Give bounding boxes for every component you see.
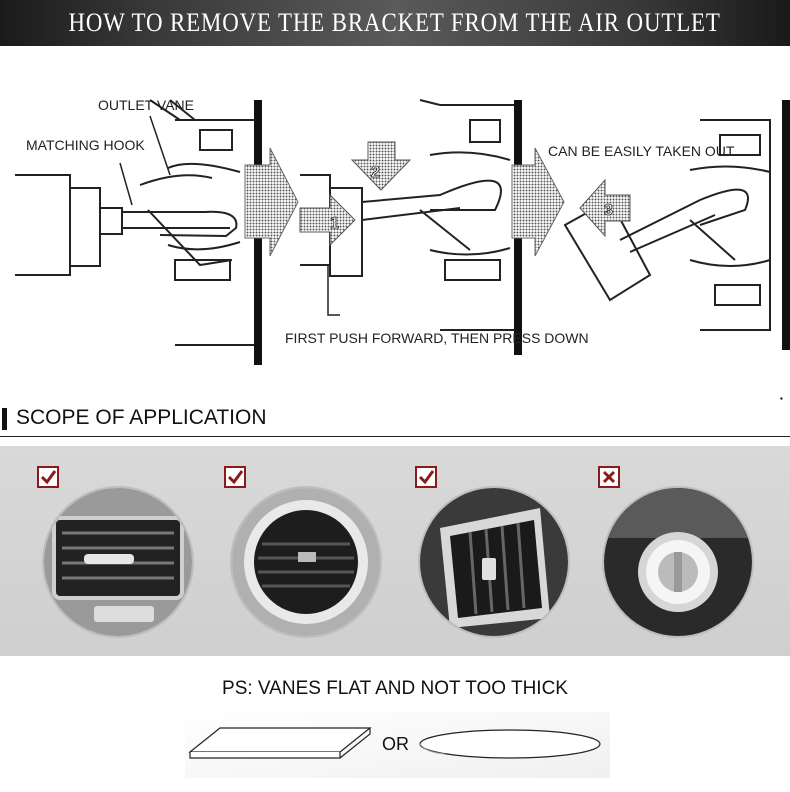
header-banner: HOW TO REMOVE THE BRACKET FROM THE AIR O… (0, 0, 790, 46)
scope-bar (2, 408, 7, 430)
vent-photo-circular-small (604, 488, 752, 636)
step-1-number: 1 (330, 215, 339, 232)
vent-photo-horizontal (44, 488, 192, 636)
label-matching-hook: MATCHING HOOK (26, 137, 145, 153)
flat-vane-shape (188, 727, 372, 759)
arrow-right-2 (511, 147, 565, 257)
step-2-number: 2 (371, 164, 380, 181)
removal-diagram: OUTLET VANE MATCHING HOOK 1 2 FIRST PUSH… (0, 60, 790, 370)
label-outlet-vane: OUTLET VANE (98, 97, 194, 113)
scope-title: SCOPE OF APPLICATION (16, 406, 267, 429)
page-title: HOW TO REMOVE THE BRACKET FROM THE AIR O… (68, 8, 722, 37)
corner-mark: ▪ (780, 394, 783, 403)
panel-1 (15, 99, 261, 346)
step-3-number: 3 (604, 202, 613, 219)
step-3-arrow (579, 178, 631, 238)
label-push-press: FIRST PUSH FORWARD, THEN PRESS DOWN (285, 330, 589, 346)
vane-shape-illustration (185, 712, 610, 778)
check-icon (37, 466, 59, 488)
vent-photo-vertical (420, 488, 568, 636)
vent-photo-round (232, 488, 380, 636)
check-icon (224, 466, 246, 488)
check-icon (415, 466, 437, 488)
step-1-arrow (299, 193, 356, 247)
panel-2 (300, 99, 521, 331)
or-label: OR (382, 734, 409, 754)
scope-header: SCOPE OF APPLICATION (0, 404, 790, 437)
label-taken-out: CAN BE EASILY TAKEN OUT (548, 143, 735, 159)
arrow-right-1 (244, 147, 299, 257)
oval-vane-shape (419, 729, 601, 759)
cross-icon (598, 466, 620, 488)
dash-panel-3 (782, 100, 790, 350)
removal-diagram-svg: OUTLET VANE MATCHING HOOK 1 2 FIRST PUSH… (15, 97, 790, 365)
ps-note: PS: VANES FLAT AND NOT TOO THICK (222, 678, 568, 699)
step-2-arrow (350, 141, 412, 191)
vent-photo-strip (0, 446, 790, 656)
